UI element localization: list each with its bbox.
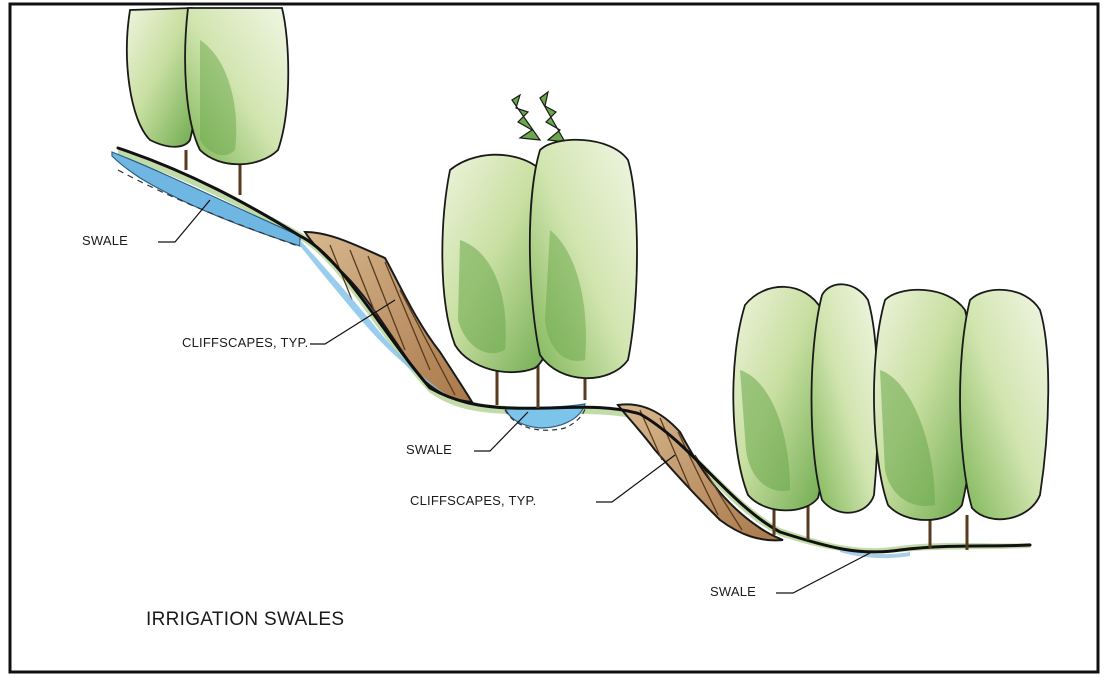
tree-group-lower-right (874, 290, 1048, 550)
callout-cliffscapes-lower: CLIFFSCAPES, TYP. (410, 493, 536, 508)
callout-swale-lower: SWALE (710, 584, 756, 599)
leader-cliffscapes-lower (596, 455, 675, 502)
callout-cliffscapes-upper: CLIFFSCAPES, TYP. (182, 335, 308, 350)
leader-swale-lower (776, 553, 870, 593)
callout-swale-upper: SWALE (82, 233, 128, 248)
diagram-title: IRRIGATION SWALES (146, 609, 344, 631)
swale-upper-water (112, 152, 300, 246)
tree-group-middle (442, 92, 637, 408)
callout-swale-middle: SWALE (406, 442, 452, 457)
tree-group-lower-left (733, 284, 878, 540)
